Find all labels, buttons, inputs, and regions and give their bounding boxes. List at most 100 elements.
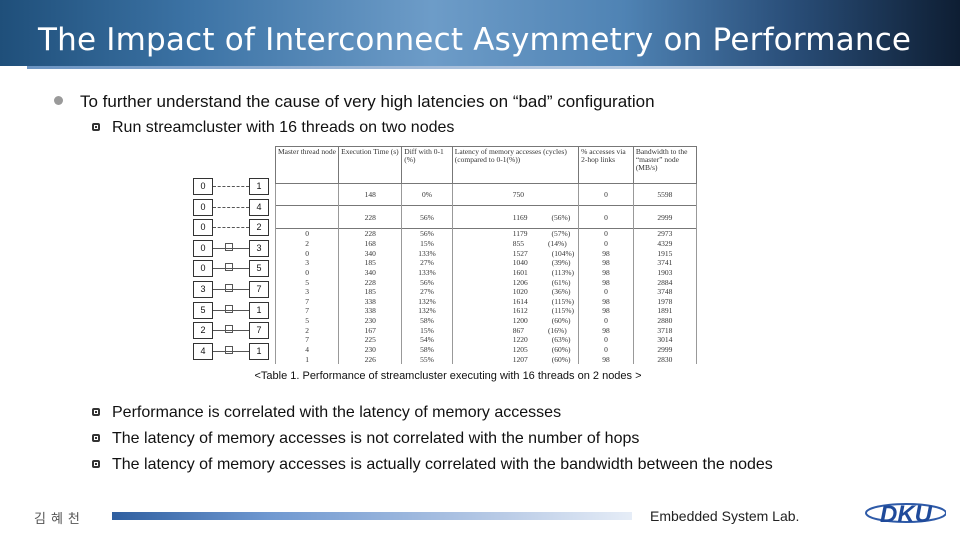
table-cell: 7 [274, 306, 340, 316]
finding-bullet-1: Performance is correlated with the laten… [92, 404, 561, 422]
diagram-node-left: 0 [193, 198, 213, 216]
table-cell: 2830 [632, 354, 698, 364]
table-cell: 855(14%) [451, 238, 580, 249]
table-cell: 230 [338, 315, 403, 326]
finding-text-2: The latency of memory accesses is not co… [112, 430, 640, 447]
table-cell: 0 [578, 286, 634, 297]
table-cell: 3 [274, 286, 340, 297]
table-cell: 0 [274, 267, 340, 278]
table-cell: 3741 [632, 257, 698, 268]
latency-value: 1207 [512, 354, 528, 364]
title-bar [0, 0, 960, 66]
table-cell: 2 [274, 238, 340, 249]
latency-value: 1527 [512, 248, 528, 258]
table-cell [274, 182, 340, 206]
table-cell: 185 [338, 257, 403, 268]
diagram-hop-box [225, 284, 233, 292]
table-cell: 132% [401, 296, 453, 307]
author-name: 김혜천 [34, 512, 85, 527]
table-cell: 2884 [632, 277, 698, 287]
sub-bullet: Run streamcluster with 16 threads on two… [92, 119, 454, 137]
table-cell: 340 [338, 267, 403, 278]
table-cell: 4 [274, 344, 340, 355]
diagram-link-line [213, 186, 249, 187]
logo-text: DKU [880, 501, 933, 528]
table-cell: 750 [451, 182, 580, 206]
table-header-cell: Latency of memory accesses (cycles) (com… [451, 146, 580, 184]
table-header-cell: Bandwidth to the “master” node (MB/s) [632, 146, 698, 184]
table-cell: 167 [338, 325, 403, 336]
table-header-cell: % accesses via 2-hop links [578, 146, 634, 184]
table-cell: 98 [578, 257, 634, 268]
table-cell: 3 [274, 257, 340, 268]
table-cell: 98 [578, 306, 634, 316]
table-cell: 2 [274, 325, 340, 336]
latency-value: 1040 [512, 258, 528, 268]
latency-percent: (56%) [551, 212, 571, 222]
table-cell: 3014 [632, 335, 698, 345]
table-cell: 7 [274, 335, 340, 345]
finding-bullet-2: The latency of memory accesses is not co… [92, 430, 639, 448]
diagram-node-left: 0 [193, 260, 213, 278]
table-cell: 225 [338, 335, 403, 345]
latency-percent: (104%) [551, 248, 575, 258]
bullet-square-icon [92, 122, 100, 131]
diagram-node-left: 0 [193, 219, 213, 237]
table-cell: 98 [578, 296, 634, 307]
table-cell: 0 [578, 227, 634, 239]
diagram-link-line [213, 206, 249, 208]
latency-percent: (16%) [548, 325, 567, 335]
latency-percent: (113%) [551, 267, 575, 277]
table-cell: 0 [578, 344, 634, 355]
table-cell: 5 [274, 315, 340, 326]
table-cell: 2999 [632, 344, 698, 355]
table-header-cell: Diff with 0-1 (%) [401, 146, 453, 184]
diagram-node-right: 1 [249, 178, 269, 195]
finding-text-3: The latency of memory accesses is actual… [112, 456, 773, 473]
bullet-square-icon [92, 407, 100, 416]
table-cell: 0 [274, 227, 340, 239]
diagram-node-right: 2 [249, 219, 269, 237]
latency-value: 867 [512, 325, 525, 335]
latency-percent: (60%) [551, 354, 571, 364]
diagram-node-right: 4 [249, 198, 269, 216]
diagram-link-line [213, 268, 249, 270]
latency-value: 1200 [512, 316, 528, 326]
table-cell: 132% [401, 306, 453, 316]
table-cell: 4329 [632, 238, 698, 249]
diagram-node-right: 5 [249, 260, 269, 278]
latency-value: 1220 [512, 335, 528, 345]
table-cell: 230 [338, 344, 403, 355]
diagram-hop-box [225, 325, 233, 334]
latency-percent: (14%) [548, 238, 567, 248]
table-cell: 55% [401, 354, 453, 364]
diagram-node-left: 0 [193, 178, 213, 195]
table-cell: 1220(63%) [451, 335, 580, 345]
table-cell: 0 [578, 315, 634, 326]
dku-logo: DKU [865, 501, 946, 528]
table-cell: 5 [274, 277, 340, 287]
table-cell: 1978 [632, 296, 698, 307]
diagram-node-left: 5 [193, 301, 213, 319]
diagram-node-right: 7 [249, 281, 269, 298]
latency-value: 1612 [512, 306, 528, 316]
table-cell: 0 [578, 238, 634, 249]
table-cell: 5598 [632, 182, 698, 206]
table-cell: 168 [338, 238, 403, 249]
table-cell: 1020(36%) [451, 286, 580, 297]
table-cell: 1915 [632, 248, 698, 258]
finding-bullet-3: The latency of memory accesses is actual… [92, 456, 773, 474]
table-cell: 0 [578, 335, 634, 345]
